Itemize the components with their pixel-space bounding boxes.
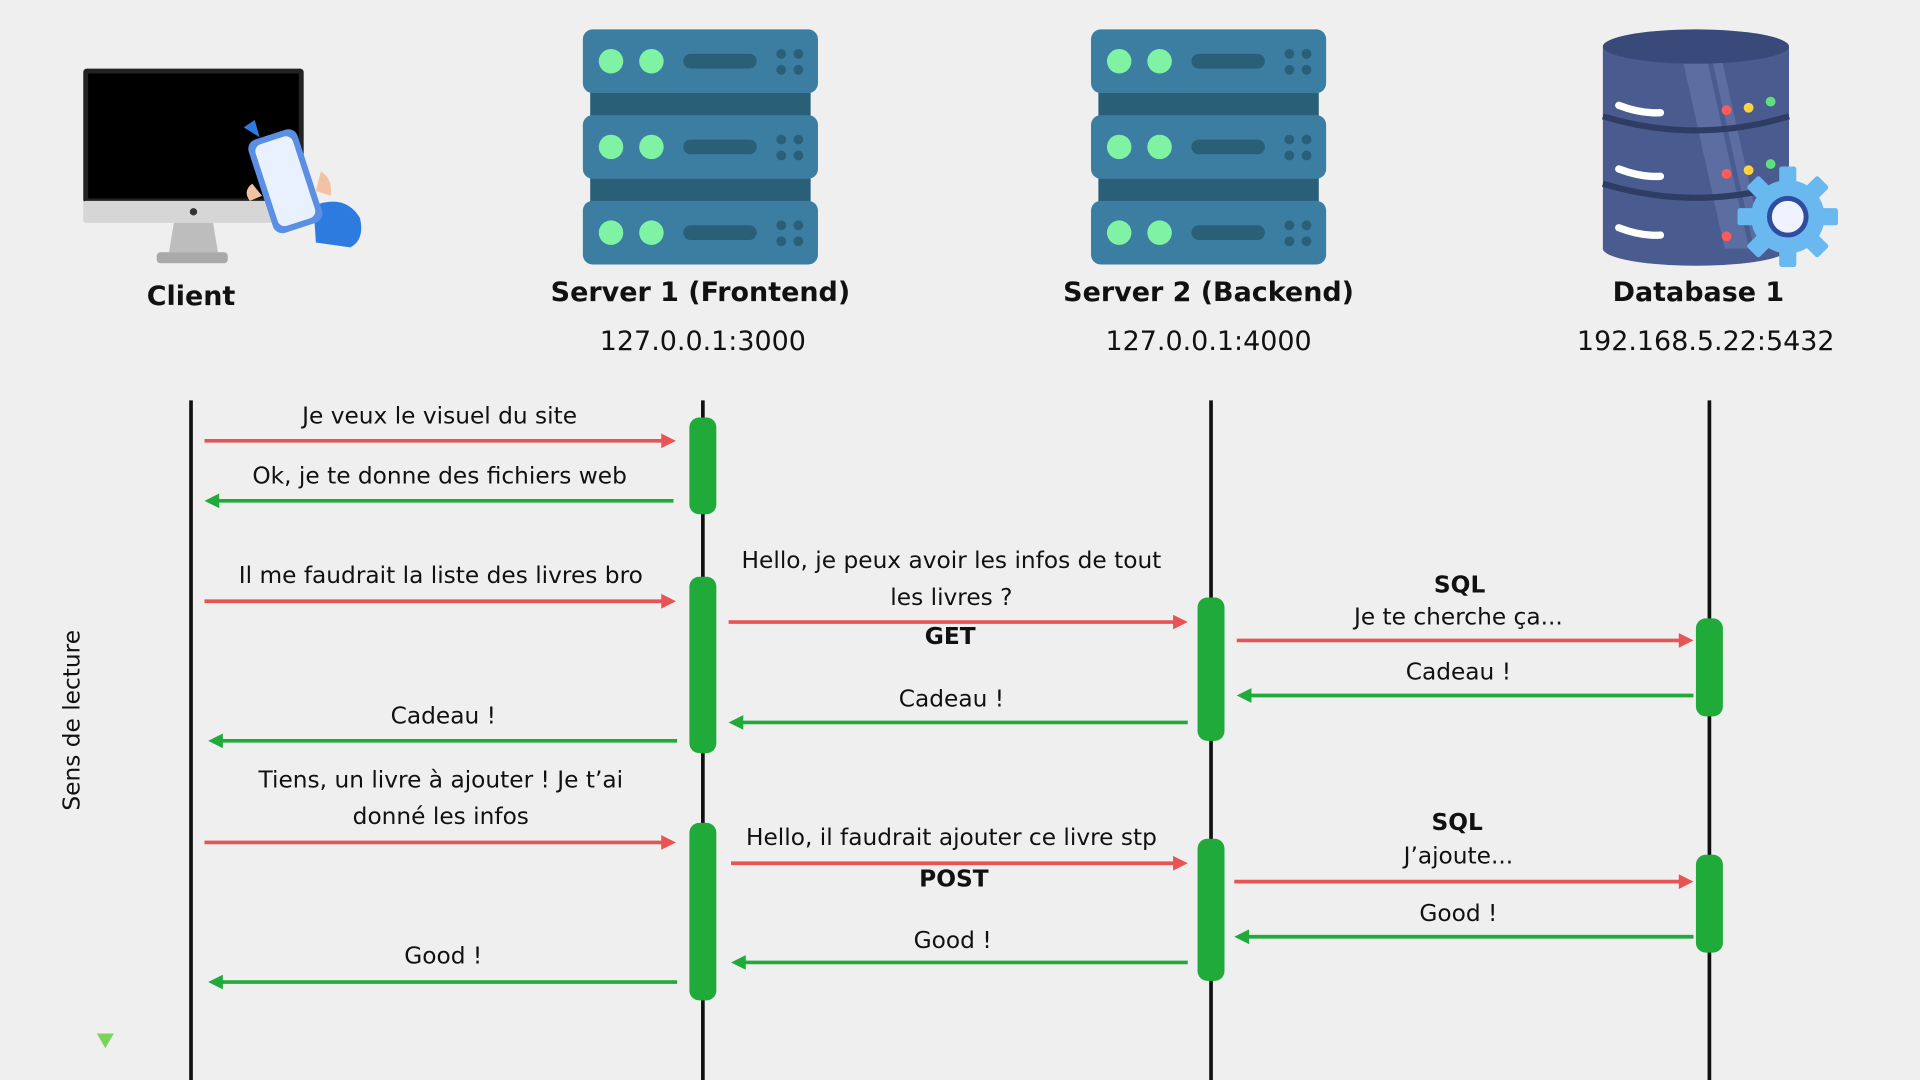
arrowhead bbox=[731, 955, 746, 970]
reading-direction-label: Sens de lecture bbox=[58, 629, 86, 811]
server-rack-icon bbox=[582, 29, 818, 265]
arrowhead bbox=[661, 593, 676, 609]
arrowhead bbox=[208, 733, 223, 749]
arrowhead bbox=[208, 974, 223, 990]
arrowhead bbox=[1678, 874, 1694, 889]
actor-address-server2: 127.0.0.1:4000 bbox=[1105, 326, 1312, 358]
message-label: Il me faudrait la liste des livres bro bbox=[238, 562, 643, 589]
arrowhead bbox=[1236, 688, 1252, 703]
server-rack-icon bbox=[1091, 29, 1327, 265]
message-label: Hello, il faudrait ajouter ce livre stp bbox=[745, 824, 1157, 852]
actor-name-server1: Server 1 (Frontend) bbox=[550, 277, 851, 309]
message-label: Je te cherche ça... bbox=[1353, 603, 1563, 631]
actor-name-server2: Server 2 (Backend) bbox=[1063, 277, 1354, 309]
activation-bar bbox=[1695, 854, 1723, 953]
message-label: Je veux le visuel du site bbox=[302, 402, 578, 430]
actor-address-server1: 127.0.0.1:3000 bbox=[599, 326, 806, 358]
message-label: Cadeau ! bbox=[898, 685, 1005, 713]
arrowhead bbox=[1678, 633, 1694, 648]
arrowhead bbox=[1234, 929, 1249, 945]
reading-direction-arrow bbox=[96, 401, 114, 1049]
protocol-label: POST bbox=[919, 865, 989, 893]
actor-name-db1: Database 1 bbox=[1612, 277, 1785, 309]
database-gear-icon bbox=[1601, 29, 1838, 267]
message-label: Good ! bbox=[404, 942, 483, 970]
arrowhead bbox=[1173, 614, 1188, 630]
arrowhead bbox=[204, 493, 220, 509]
activation-bar bbox=[1197, 597, 1225, 741]
message-label: Good ! bbox=[1419, 900, 1498, 927]
arrowhead bbox=[728, 715, 744, 730]
protocol-label: GET bbox=[924, 623, 976, 651]
activation-bar bbox=[689, 822, 717, 1001]
message-label: Ok, je te donne des fichiers web bbox=[252, 462, 627, 490]
message-label: Cadeau ! bbox=[1405, 658, 1512, 686]
protocol-label: SQL bbox=[1433, 571, 1486, 599]
message-label: Good ! bbox=[913, 926, 992, 954]
arrowhead bbox=[1173, 855, 1188, 871]
activation-bar bbox=[1695, 618, 1723, 717]
protocol-label: SQL bbox=[1431, 809, 1483, 837]
message-label: Hello, je peux avoir les infos de tout l… bbox=[741, 547, 1162, 612]
desktop-with-phone-icon bbox=[83, 68, 362, 264]
actor-address-db1: 192.168.5.22:5432 bbox=[1576, 326, 1835, 358]
activation-bar bbox=[689, 417, 717, 515]
message-label: Tiens, un livre à ajouter ! Je t’ai donn… bbox=[258, 766, 624, 831]
activation-bar bbox=[689, 576, 717, 754]
activation-bar bbox=[1197, 838, 1225, 981]
arrowhead bbox=[661, 835, 676, 850]
message-label: J’ajoute... bbox=[1403, 842, 1514, 870]
actor-name-client: Client bbox=[146, 281, 236, 313]
arrowhead bbox=[661, 433, 676, 449]
message-label: Cadeau ! bbox=[390, 702, 496, 730]
